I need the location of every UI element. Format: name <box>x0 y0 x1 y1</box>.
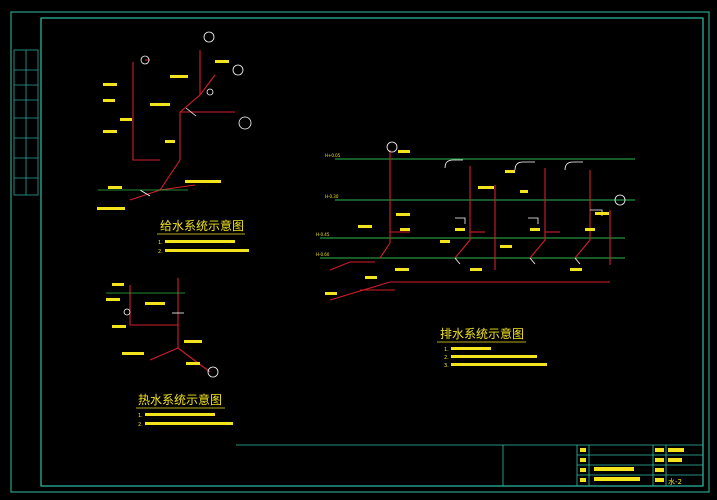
inner-frame <box>40 17 704 487</box>
title-block <box>236 444 703 486</box>
svg-text:H-0.60: H-0.60 <box>316 252 330 257</box>
supply-system-symbols <box>139 31 252 197</box>
drainage-level-labels: H+0.05 H-0.30 H-0.45 H-0.60 <box>316 153 341 257</box>
left-binding-panel <box>13 49 39 196</box>
svg-text:2.: 2. <box>158 249 163 255</box>
supply-system-pipes <box>129 50 235 201</box>
drainage-title: 排水系统示意图 <box>440 326 524 341</box>
svg-text:1.: 1. <box>158 240 163 246</box>
svg-text:1.: 1. <box>444 347 449 353</box>
hot-water-pipes <box>129 278 211 373</box>
svg-text:2.: 2. <box>444 355 449 361</box>
hot-water-labels <box>106 283 202 365</box>
hot-water-title: 热水系统示意图 <box>138 392 222 407</box>
hot-water-notes: 1. 2. <box>138 413 233 428</box>
drainage-floor-lines <box>320 158 635 259</box>
drainage-notes: 1. 2. 3. <box>444 347 547 369</box>
svg-text:H-0.30: H-0.30 <box>325 194 339 199</box>
drawing-number: 水-2 <box>668 477 682 486</box>
svg-text:H+0.05: H+0.05 <box>325 153 341 158</box>
supply-notes: 1. 2. <box>158 240 249 255</box>
hot-water-symbols <box>123 308 219 378</box>
svg-text:H-0.45: H-0.45 <box>316 232 330 237</box>
svg-text:1.: 1. <box>138 413 143 419</box>
outer-frame <box>10 11 710 493</box>
title-block-marks <box>580 448 684 482</box>
svg-text:3.: 3. <box>444 363 449 369</box>
drainage-pipes <box>329 150 611 301</box>
svg-text:2.: 2. <box>138 422 143 428</box>
supply-title: 给水系统示意图 <box>160 218 244 233</box>
drainage-labels <box>325 150 609 295</box>
supply-labels <box>97 60 229 210</box>
